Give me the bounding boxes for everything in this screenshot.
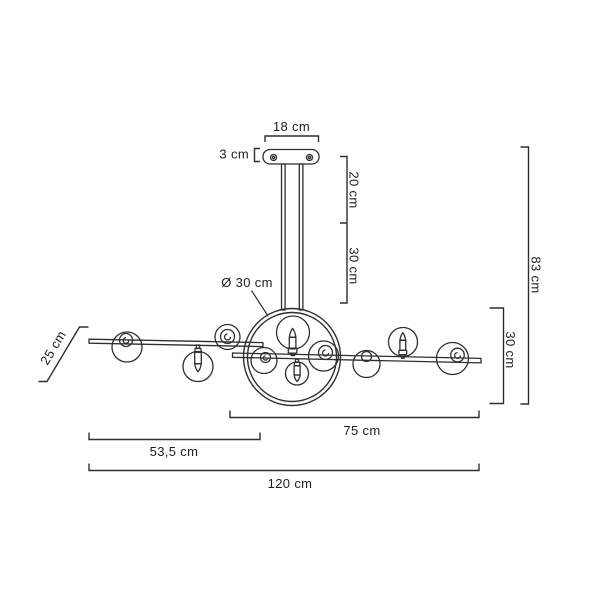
dimension-rod-lengths: 20 cm 30 cm xyxy=(340,155,362,304)
dimension-total-width: 120 cm xyxy=(88,463,480,491)
dim-total-height-label: 83 cm xyxy=(529,256,544,293)
bulb-socket xyxy=(360,350,373,363)
rod-left xyxy=(280,163,286,311)
dimension-left-span: 53,5 cm xyxy=(88,432,261,459)
dimension-canopy-height: 3 cm xyxy=(219,147,260,163)
dimension-line xyxy=(88,432,261,441)
candle-bulb-tip xyxy=(288,327,297,338)
glass-globe xyxy=(352,349,381,379)
dimension-line xyxy=(520,146,530,405)
dimension-line xyxy=(229,410,480,419)
canopy-screw-detail xyxy=(271,155,276,160)
rod-right xyxy=(298,163,304,311)
dim-fixture-depth-label: 25 cm xyxy=(37,328,69,368)
bulb-socket xyxy=(450,347,465,363)
glass-globe xyxy=(214,323,241,351)
globe-ring-left xyxy=(250,346,278,375)
dim-rod-lower-label: 30 cm xyxy=(347,247,362,284)
canopy-screw-detail xyxy=(307,155,312,160)
glass-globe xyxy=(182,350,214,383)
glass-globe xyxy=(387,326,419,358)
leader-line xyxy=(250,290,269,317)
socket-curl xyxy=(262,355,269,361)
dimension-right-span: 75 cm xyxy=(229,410,480,438)
glass-globe xyxy=(275,315,311,350)
glass-globe xyxy=(307,340,340,372)
globe-ring-bottom xyxy=(284,358,310,386)
candle-bulb-body xyxy=(399,339,407,351)
dim-rod-upper-label: 20 cm xyxy=(347,171,362,208)
dimension-line xyxy=(88,463,480,472)
glass-globe xyxy=(435,341,470,376)
canopy-screw xyxy=(305,153,314,162)
dimension-line xyxy=(253,147,260,163)
candle-bulb-tip xyxy=(194,363,202,373)
socket-curl xyxy=(122,337,130,344)
lamp-drawing xyxy=(88,148,482,407)
dim-canopy-width-label: 18 cm xyxy=(273,119,310,134)
dimension-fixture-depth: 25 cm xyxy=(37,326,89,383)
globe-right-end xyxy=(435,341,470,376)
dimension-canopy-width: 18 cm xyxy=(264,119,320,142)
upper-arm-bar xyxy=(88,338,264,348)
dimension-annotations: 18 cm 3 cm 20 cm 30 cm Ø 30 cm 83 cm 30 … xyxy=(37,119,543,491)
globe-ring-top xyxy=(275,315,311,357)
globe-left-end xyxy=(111,331,143,363)
socket-front-left xyxy=(214,323,241,351)
ceiling-canopy xyxy=(262,148,320,165)
glass-globe xyxy=(250,346,278,375)
candle-bulb-body xyxy=(288,336,297,349)
ring-outer xyxy=(242,307,342,407)
dimension-ring-diameter: Ø 30 cm xyxy=(221,275,273,317)
bulb-neck xyxy=(290,352,296,357)
dimension-line xyxy=(38,326,89,383)
bulb-socket xyxy=(398,349,408,356)
hanging-rods xyxy=(280,163,304,311)
dimension-fixture-height: 30 cm xyxy=(489,307,518,405)
dim-total-width-label: 120 cm xyxy=(268,476,313,491)
globe-left-hanging xyxy=(182,344,214,383)
canopy-screw xyxy=(269,153,278,162)
bulb-socket xyxy=(317,344,334,361)
bulb-socket xyxy=(219,328,236,345)
socket-curl xyxy=(321,349,330,357)
dim-left-span-label: 53,5 cm xyxy=(150,444,199,459)
socket-curl xyxy=(223,333,232,341)
bulb-neck xyxy=(400,354,405,359)
dimension-line xyxy=(340,155,348,304)
canopy-plate xyxy=(262,148,320,165)
dim-ring-diameter-label: Ø 30 cm xyxy=(221,275,273,290)
candle-bulb-body xyxy=(194,351,202,365)
central-ring xyxy=(242,307,342,407)
lower-arm-bar xyxy=(231,352,482,364)
bulb-socket xyxy=(259,351,272,364)
dimension-line xyxy=(264,135,320,142)
globe-right-upper xyxy=(387,326,419,359)
globe-right-hanging xyxy=(352,349,381,379)
glass-globe xyxy=(111,331,143,363)
candle-bulb-body xyxy=(293,365,301,376)
candle-bulb-tip xyxy=(399,331,407,341)
candle-bulb-tip xyxy=(293,374,301,383)
socket-curl xyxy=(453,351,462,360)
dim-fixture-height-label: 30 cm xyxy=(503,331,518,368)
dim-right-span-label: 75 cm xyxy=(343,423,380,438)
dim-canopy-height-label: 3 cm xyxy=(219,147,249,162)
globe-ring-right xyxy=(307,340,340,372)
bulb-socket xyxy=(118,332,134,348)
dimension-total-height: 83 cm xyxy=(520,146,544,405)
dimension-line xyxy=(489,307,505,405)
